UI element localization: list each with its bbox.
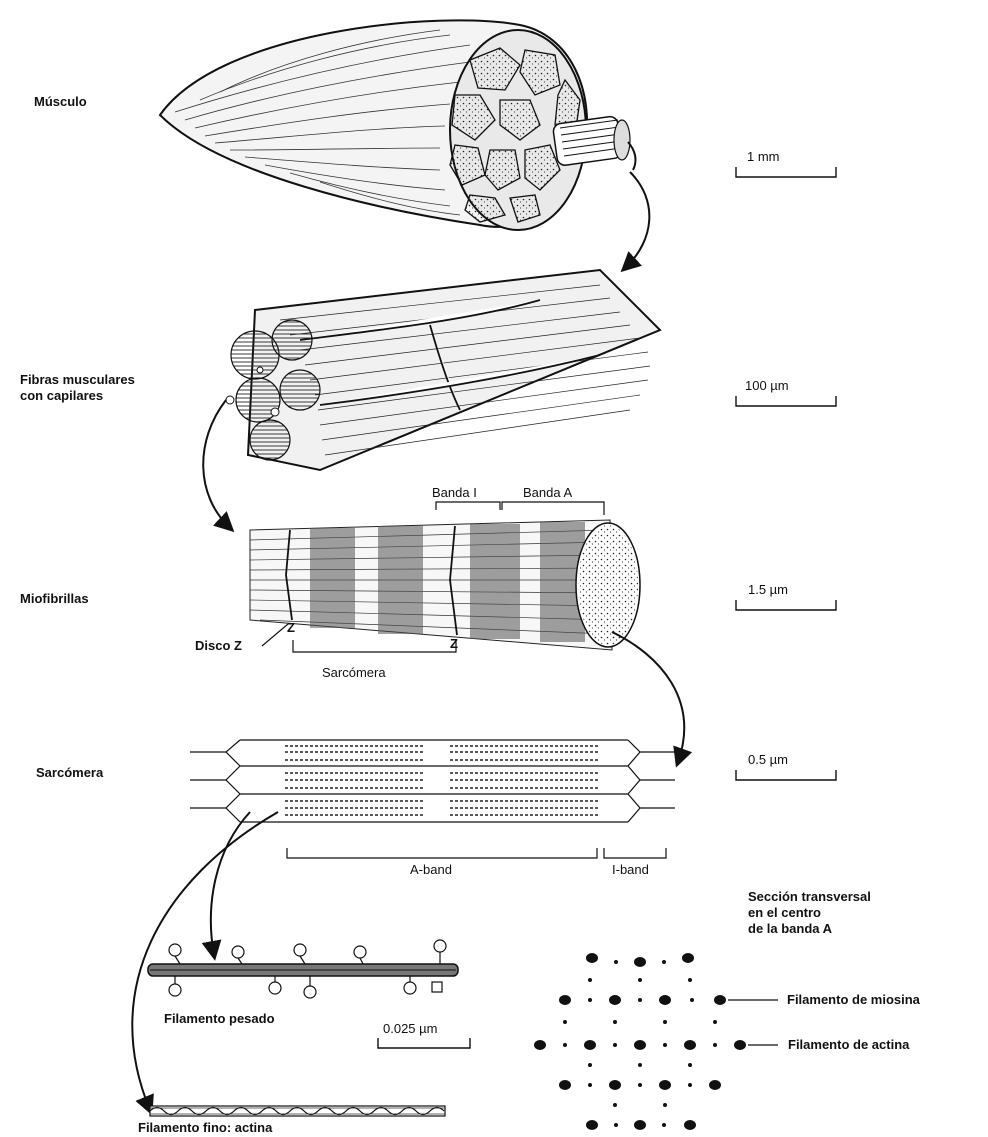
label-band-i: Banda I [432,485,477,501]
label-actin-filament: Filamento de actina [788,1037,909,1053]
label-z-disc: Disco Z [195,638,242,654]
label-heavy-filament: Filamento pesado [164,1011,275,1027]
label-band-a: Banda A [523,485,572,501]
label-sarcomere: Sarcómera [36,765,103,781]
label-cross-section-line-3: de la banda A [748,921,871,937]
heavy-filament-illustration [148,940,458,998]
cross-section-illustration [534,953,746,1130]
thin-filament-illustration [150,1106,445,1116]
label-cross-section: Sección transversal en el centro de la b… [748,889,871,937]
arrow-muscle-to-fibers [625,172,649,268]
label-a-band: A-band [410,862,452,878]
label-myofibrils: Miofibrillas [20,591,89,607]
scale-bar-heavy-filament [378,1038,470,1048]
scale-label-heavy-filament: 0.025 µm [383,1021,437,1037]
label-muscle: Músculo [34,94,87,110]
muscle-illustration [160,20,635,230]
scale-label-sarcomere: 0.5 µm [748,752,788,768]
arrow-myofibrils-to-sarcomere [612,632,684,762]
label-muscle-fibers: Fibras musculares con capilares [20,372,135,404]
sarcomere-illustration [190,740,675,858]
arrow-sarcomere-to-thin-filament [132,812,278,1110]
label-sarcomere-bracket: Sarcómera [322,665,386,681]
label-myosin-filament: Filamento de miosina [787,992,920,1008]
scale-label-muscle: 1 mm [747,149,780,165]
scale-label-fibers: 100 µm [745,378,789,394]
arrow-fibers-to-myofibrils [203,400,230,528]
label-cross-section-line-2: en el centro [748,905,871,921]
scale-bar-muscle [736,167,836,177]
label-i-band: I-band [612,862,649,878]
label-fibers-line-1: Fibras musculares [20,372,135,388]
label-z-right: Z [450,636,458,652]
myofibril-illustration [250,502,640,652]
label-cross-section-line-1: Sección transversal [748,889,871,905]
label-z-left: Z [287,620,295,636]
scale-bar-fibers [736,396,836,406]
label-fibers-line-2: con capilares [20,388,135,404]
scale-bar-sarcomere [736,770,836,780]
fibers-illustration [226,270,660,470]
label-thin-filament: Filamento fino: actina [138,1120,272,1136]
scale-label-myofibrils: 1.5 µm [748,582,788,598]
scale-bar-myofibrils [736,600,836,610]
